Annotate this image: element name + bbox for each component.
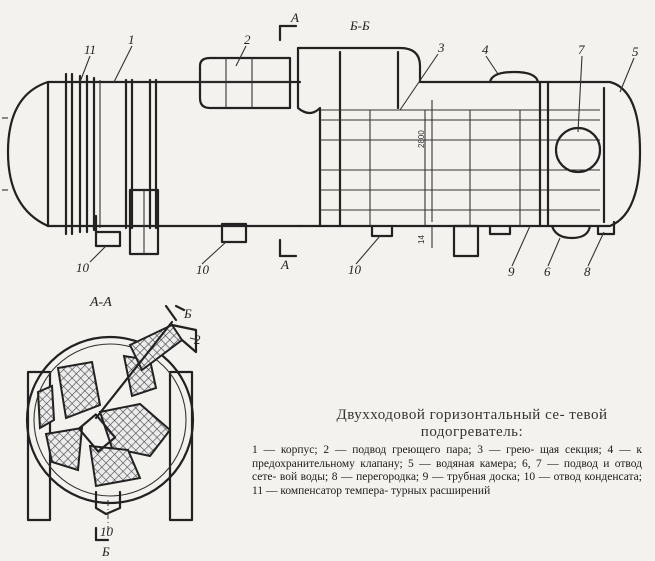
caption-title: Двухходовой горизонтальный се- тевой под… [336, 407, 608, 440]
dimension-2800: 2800 [417, 130, 426, 148]
shell-left [46, 80, 302, 228]
condensate-nozzle-mid [220, 222, 248, 244]
steam-inlet [198, 56, 292, 110]
part-label-10-bottom: 10 [100, 524, 114, 539]
partition-line [94, 320, 174, 420]
tube-bundle-2 [36, 384, 56, 430]
section-title-b-b: Б-Б [349, 18, 370, 33]
shell-circle [25, 335, 195, 505]
safety-valve-nozzle [488, 70, 540, 84]
side-view [2, 24, 642, 258]
condensate-nozzle-left [94, 230, 122, 248]
part-label-2-side: 2 [194, 332, 201, 347]
part-label-10-right: 10 [348, 262, 362, 277]
water-inlet-nozzle [550, 224, 592, 240]
part-label-10-mid: 10 [196, 262, 210, 277]
tube-bundle-1 [56, 360, 102, 420]
tube-bundle-3 [44, 426, 84, 472]
section-view-a-a [25, 304, 198, 542]
section-mark-b-bottom: Б [101, 544, 110, 559]
section-mark-b-top: Б [183, 306, 192, 321]
part-label-9: 9 [508, 264, 515, 279]
support-leg-right [452, 224, 480, 258]
figure-caption: Двухходовой горизонтальный се- тевой под… [232, 407, 642, 498]
part-label-7: 7 [578, 42, 585, 57]
left-head [6, 80, 50, 228]
part-label-11: 11 [84, 42, 96, 57]
support-right [168, 370, 194, 522]
tube-bundle-5 [88, 444, 142, 488]
part-label-1: 1 [128, 32, 135, 47]
part-label-6: 6 [544, 264, 551, 279]
part-label-4: 4 [482, 42, 489, 57]
section-title-a-a: А-А [89, 295, 112, 310]
condensate-nozzle-right [370, 224, 394, 238]
compensator [64, 72, 101, 236]
part-label-10-left: 10 [76, 260, 90, 275]
leader-lines [79, 45, 635, 341]
part-label-8: 8 [584, 264, 591, 279]
water-outlet-circle [554, 126, 602, 174]
part-label-5: 5 [632, 44, 639, 59]
caption-legend: 1 — корпус; 2 — подвод греющего пара; 3 … [252, 444, 642, 497]
section-mark-a-bottom: А [280, 257, 289, 272]
part-label-2-top: 2 [244, 32, 251, 47]
part-label-3: 3 [437, 40, 445, 55]
dimension-14: 14 [417, 235, 426, 244]
steam-inlet-section [128, 323, 184, 372]
section-mark-a-top: А [290, 10, 299, 25]
shell-right-cut [296, 46, 642, 228]
